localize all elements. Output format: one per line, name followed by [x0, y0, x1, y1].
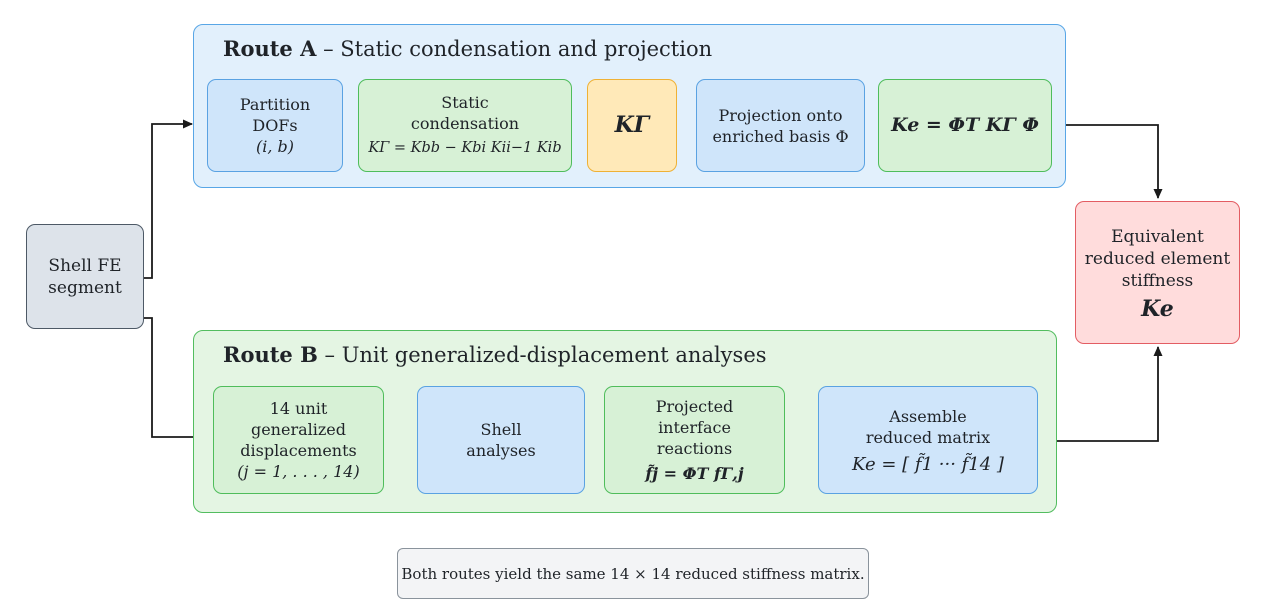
assemble-matrix-box: Assemble reduced matrix Ke = [ f̃1 ··· f… — [818, 386, 1038, 494]
arrow-source-to-route-a — [144, 119, 193, 279]
output-line2: reduced element — [1084, 248, 1231, 269]
condensation-line1: Static — [441, 93, 489, 112]
k-gamma-box: KΓ — [587, 79, 677, 172]
static-condensation-box: Static condensation KΓ = Kbb − Kbi Kii−1… — [358, 79, 572, 172]
projection-line1: Projection onto — [718, 105, 843, 125]
arrow-route-a-to-output — [1052, 124, 1163, 199]
condensation-line2: condensation — [410, 114, 520, 133]
route-a-title-bold: Route A — [223, 36, 317, 61]
unit-disp-line2: generalized — [250, 420, 347, 439]
projected-line3: reactions — [656, 439, 733, 458]
assemble-formula: Ke = [ f̃1 ··· f̃14 ] — [852, 453, 1004, 475]
shell-line2: analyses — [466, 441, 536, 460]
projection-box: Projection onto enriched basis Φ — [696, 79, 865, 172]
output-line1: Equivalent — [1111, 226, 1204, 247]
condensation-formula: KΓ = Kbb − Kbi Kii−1 Kib — [368, 140, 562, 156]
footnote-text: Both routes yield the same 14 × 14 reduc… — [401, 564, 865, 583]
projection-line2: enriched basis Φ — [712, 126, 849, 146]
output-formula: Ke — [1141, 295, 1174, 322]
arrow-source-to-route-b — [144, 317, 207, 442]
assemble-line1: Assemble — [889, 406, 967, 426]
unit-disp-line4: (j = 1, . . . , 14) — [237, 462, 360, 481]
shell-analyses-box: Shell analyses — [417, 386, 585, 494]
unit-disp-line3: displacements — [240, 441, 357, 460]
unit-disp-line1: 14 unit — [269, 399, 328, 418]
route-b-title: Route B – Unit generalized-displacement … — [223, 342, 767, 367]
shell-fe-segment-box: Shell FE segment — [26, 224, 144, 329]
partition-line2: DOFs — [252, 116, 298, 135]
partition-line3: (i, b) — [255, 137, 294, 156]
assemble-line2: reduced matrix — [865, 427, 991, 447]
shell-fe-segment-label: Shell FE segment — [48, 255, 122, 298]
projected-line2: interface — [658, 418, 731, 437]
unit-displacements-box: 14 unit generalized displacements (j = 1… — [213, 386, 384, 494]
projected-line1: Projected — [655, 397, 734, 416]
equivalent-stiffness-box: Equivalent reduced element stiffness Ke — [1075, 201, 1240, 344]
partition-dofs-box: Partition DOFs (i, b) — [207, 79, 343, 172]
footnote-box: Both routes yield the same 14 × 14 reduc… — [397, 548, 869, 599]
route-a-result-box: Ke = ΦT KΓ Φ — [878, 79, 1052, 172]
route-a-title: Route A – Static condensation and projec… — [223, 36, 712, 61]
route-b-title-rest: – Unit generalized-displacement analyses — [317, 343, 767, 367]
arrow-route-b-to-output — [1051, 346, 1163, 442]
route-a-result-formula: Ke = ΦT KΓ Φ — [891, 114, 1039, 136]
k-gamma-formula: KΓ — [614, 112, 650, 138]
route-b-title-bold: Route B — [223, 342, 318, 367]
partition-line1: Partition — [239, 95, 311, 114]
projected-reactions-box: Projected interface reactions f̃j = ΦT f… — [604, 386, 785, 494]
shell-line1: Shell — [480, 420, 522, 439]
route-a-title-rest: – Static condensation and projection — [316, 37, 713, 61]
output-line3: stiffness — [1121, 270, 1194, 291]
projected-formula: f̃j = ΦT fΓ,j — [645, 464, 744, 483]
